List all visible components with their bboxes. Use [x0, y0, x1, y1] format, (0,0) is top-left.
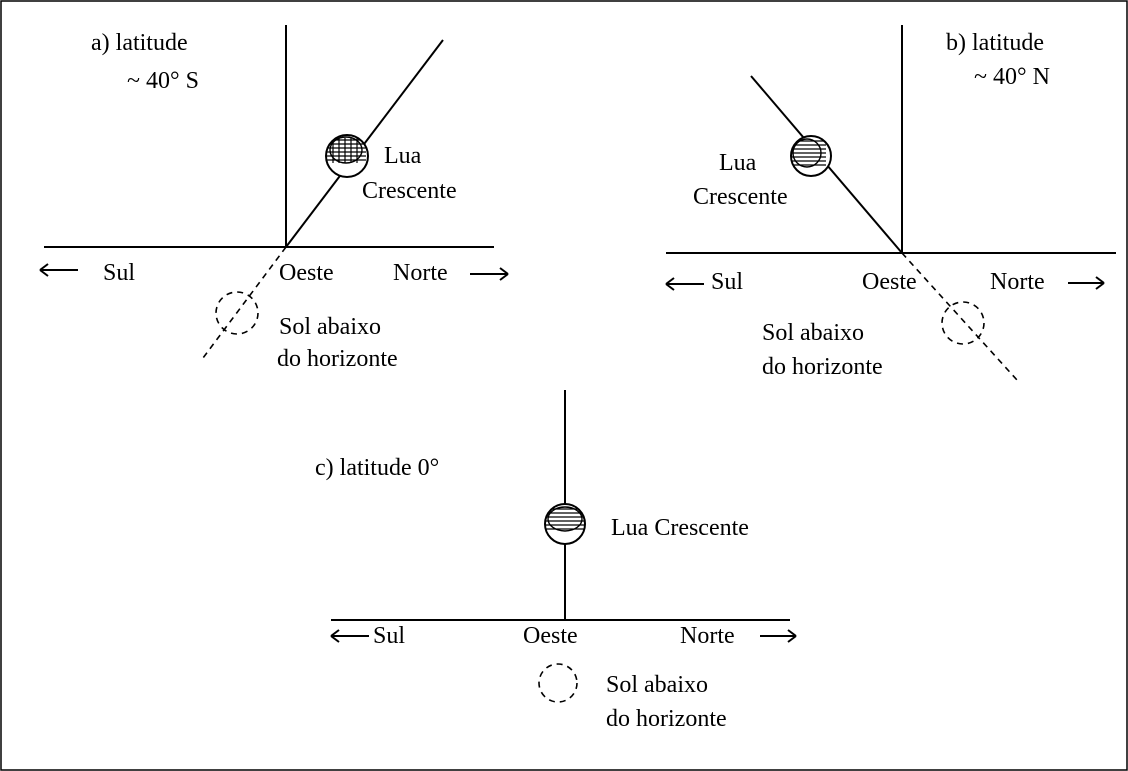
panel-a-right-arrow — [470, 267, 509, 281]
panel-a-sun-icon — [215, 291, 259, 335]
panel-a-left-dir: Sul — [103, 260, 135, 286]
panel-b-sun-icon — [941, 301, 985, 345]
panel-c-center-dir: Oeste — [523, 623, 578, 649]
panel-b-left-dir: Sul — [711, 269, 743, 295]
panel-b-center-dir: Oeste — [862, 269, 917, 295]
panel-a-title-line2: ~ 40° S — [127, 68, 199, 94]
panel-a-left-arrow — [39, 263, 78, 277]
panel-c-right-dir: Norte — [680, 623, 735, 649]
panel-a-center-dir: Oeste — [279, 260, 334, 286]
panel-c-moon-icon — [544, 503, 586, 545]
panel-c-sun-label-line1: Sol abaixo — [606, 672, 708, 698]
panel-b-moon-icon — [790, 135, 832, 177]
panel-a-sun-path — [202, 246, 287, 359]
panel-b-right-dir: Norte — [990, 269, 1045, 295]
panel-c-left-dir: Sul — [373, 623, 405, 649]
panel-a-right-dir: Norte — [393, 260, 448, 286]
panel-b-title-line1: b) latitude — [946, 30, 1044, 56]
panel-a-title-line1: a) latitude — [91, 30, 188, 56]
panel-c-left-arrow — [330, 629, 369, 643]
panel-a-moon-icon — [325, 134, 369, 178]
panel-b-sun-label-line2: do horizonte — [762, 354, 883, 380]
panel-b-moon-label-line1: Lua — [719, 150, 757, 176]
panel-a-moon-label-line1: Lua — [384, 143, 422, 169]
panel-b-sun-label-line1: Sol abaixo — [762, 320, 864, 346]
panel-c-right-arrow — [760, 629, 797, 643]
panel-c-sun-label-line2: do horizonte — [606, 706, 727, 732]
panel-a-sun-label-line1: Sol abaixo — [279, 314, 381, 340]
panel-a-moon-label-line2: Crescente — [362, 178, 457, 204]
panel-c-title: c) latitude 0° — [315, 455, 439, 481]
panel-b-left-arrow — [665, 277, 704, 291]
panel-c-moon-label: Lua Crescente — [611, 515, 749, 541]
panel-b-right-arrow — [1068, 276, 1105, 290]
panel-c: c) latitude 0° Lua Crescente Sul Oeste N — [315, 390, 797, 732]
panel-a-sun-label-line2: do horizonte — [277, 346, 398, 372]
panel-b-moon-label-line2: Crescente — [693, 184, 788, 210]
panel-b-title-line2: ~ 40° N — [974, 64, 1050, 90]
panel-b: b) latitude ~ 40° N Lua Crescente — [665, 25, 1116, 381]
panel-c-sun-icon — [538, 663, 578, 703]
panel-a: a) latitude ~ 40° S Lua — [39, 25, 509, 372]
